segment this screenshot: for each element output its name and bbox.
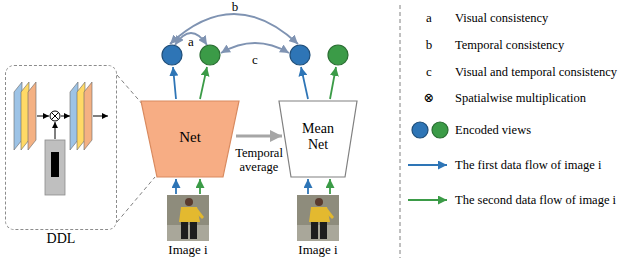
person-photo (297, 195, 339, 241)
flow-arrow (329, 179, 331, 194)
consistency-arc (221, 43, 289, 53)
legend-entry: Visual consistency (455, 10, 548, 26)
legend-sample (432, 122, 448, 138)
trapezoid-shape (279, 101, 357, 177)
arc-letter: b (228, 0, 242, 13)
legend-text: Encoded views (455, 122, 531, 138)
legend-text: The second data flow of image i (455, 192, 616, 208)
caption-label: Image i (168, 243, 207, 258)
legend-entry: Encoded views (455, 122, 531, 138)
legend-key: a (420, 10, 438, 26)
legend-entry: Spatialwise multiplication (455, 90, 586, 106)
legend-key: b (420, 37, 438, 53)
multiply-symbol (50, 111, 60, 121)
legend-entry: Temporal consistency (455, 37, 564, 53)
trapezoid-shape (141, 101, 239, 177)
flow-arrow (199, 179, 201, 194)
encoded-view (162, 45, 182, 65)
flow-arrow (301, 67, 308, 99)
multiply-symbol (52, 113, 59, 120)
ddl-module: DDL (5, 65, 117, 230)
encoded-view (290, 45, 310, 65)
feature-layer (84, 82, 92, 150)
legend-sample (408, 164, 447, 166)
input-image: Image i (297, 195, 339, 241)
legend-entry: Visual and temporal consistency (455, 64, 617, 80)
legend-sample (412, 122, 428, 138)
flow-arrow (200, 67, 207, 99)
drop-mask (45, 140, 65, 195)
legend-text: Temporal consistency (455, 37, 564, 53)
legend-text: The first data flow of image i (455, 157, 601, 173)
flow-arrow (61, 116, 70, 117)
drop-region (51, 152, 59, 177)
zoom-line (117, 75, 144, 106)
encoded-view (200, 45, 220, 65)
legend-entry: The second data flow of image i (455, 192, 616, 208)
arc-letter: a (184, 35, 198, 48)
flow-arrow (307, 179, 309, 194)
flow-arrow (175, 179, 177, 194)
encoded-view (328, 45, 348, 65)
multiply-symbol (52, 113, 59, 120)
legend-text: Spatialwise multiplication (455, 90, 586, 106)
divider-line (400, 5, 401, 258)
legend-key: c (420, 64, 438, 80)
person-photo (167, 195, 209, 241)
network-label: Mean Net (296, 121, 340, 152)
caption-label: Image i (298, 243, 337, 258)
zoom-line (117, 177, 155, 222)
network-label: Net (179, 129, 201, 146)
flow-arrow (93, 116, 108, 117)
flow-arrow (173, 67, 176, 99)
legend-entry: The first data flow of image i (455, 157, 601, 173)
flow-arrow (330, 67, 336, 99)
flow-arrow (37, 116, 49, 117)
legend-text: Visual consistency (455, 10, 548, 26)
legend-sample (408, 199, 447, 201)
caption-label: DDL (47, 231, 76, 247)
net-trapezoid: Net (140, 100, 240, 178)
arc-letter: c (248, 53, 262, 66)
legend-text: Visual and temporal consistency (455, 64, 617, 80)
flow-arrow (55, 122, 56, 139)
input-image: Image i (167, 195, 209, 241)
feature-layer (28, 82, 36, 150)
edge-label: Temporal average (234, 146, 284, 174)
flow-arrow (236, 135, 282, 138)
mean-net-trapezoid: Mean Net (278, 100, 358, 178)
legend-key: ⊗ (420, 90, 438, 106)
